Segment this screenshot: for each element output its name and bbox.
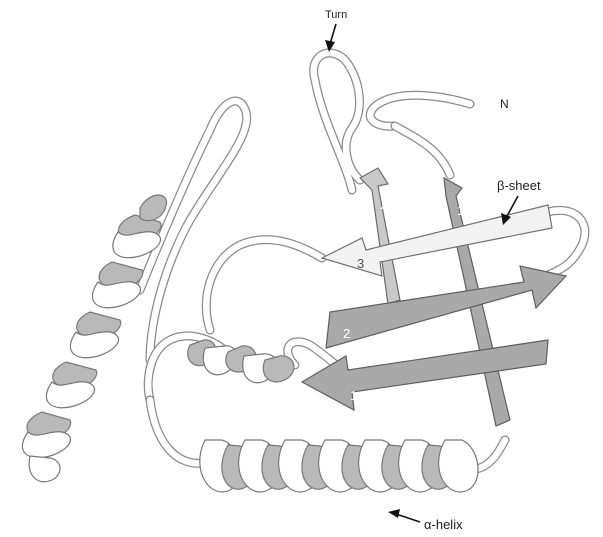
strand-number-1-top: 1 [457,203,464,218]
strand-number-2: 2 [343,326,350,341]
left-helix [22,195,166,482]
strand-number-1-bottom: 1 [350,388,357,403]
bottom-helix [200,440,478,492]
middle-helix [188,340,294,383]
beta-strands [302,168,566,426]
turn-pointer [330,24,336,44]
turn-label: Turn [325,9,347,21]
strand-number-4: 4 [381,199,388,214]
beta-strand-4 [360,168,400,304]
beta-strand-2 [326,266,566,348]
alpha-helix-pointer [396,514,420,522]
beta-sheet-label: β-sheet [497,178,541,193]
n-terminus-label: N [500,97,509,111]
strand-number-3: 3 [357,256,364,271]
alpha-helix-label: α-helix [424,517,463,532]
beta-strand-1 [302,340,548,410]
